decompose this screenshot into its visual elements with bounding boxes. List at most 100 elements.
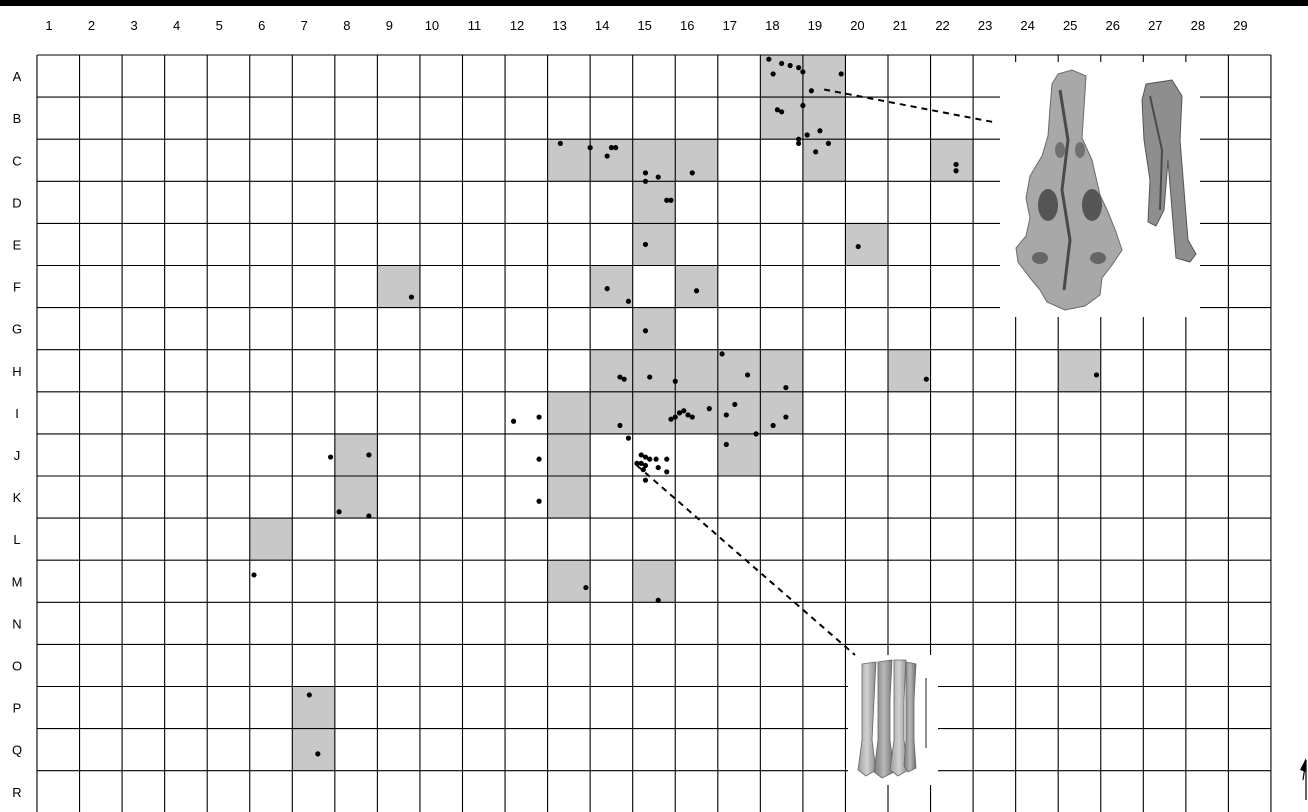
shaded-cell <box>548 139 591 181</box>
specimen-point <box>337 509 342 514</box>
shaded-cell <box>548 392 591 434</box>
specimen-point <box>673 379 678 384</box>
specimen-point <box>366 513 371 518</box>
shaded-cell <box>888 350 931 392</box>
specimen-point <box>536 414 541 419</box>
shaded-cell <box>633 350 676 392</box>
specimen-point <box>643 179 648 184</box>
specimen-point <box>605 286 610 291</box>
specimen-point <box>783 385 788 390</box>
specimen-point <box>511 419 516 424</box>
row-label: A <box>13 69 22 84</box>
shaded-cell <box>633 139 676 181</box>
row-label: J <box>14 448 21 463</box>
specimen-point <box>613 145 618 150</box>
specimen-point <box>251 572 256 577</box>
column-label: 12 <box>510 18 524 33</box>
row-label: L <box>13 532 20 547</box>
specimen-point <box>641 467 646 472</box>
specimen-point <box>626 299 631 304</box>
column-label: 15 <box>637 18 651 33</box>
specimen-point <box>839 71 844 76</box>
shaded-cell <box>633 223 676 265</box>
specimen-point <box>668 198 673 203</box>
specimen-point <box>805 132 810 137</box>
column-label: 3 <box>130 18 137 33</box>
column-label: 29 <box>1233 18 1247 33</box>
shaded-cell <box>1058 350 1101 392</box>
shaded-cell <box>590 350 633 392</box>
shaded-cell <box>292 729 335 771</box>
column-label: 9 <box>386 18 393 33</box>
column-label: 24 <box>1020 18 1034 33</box>
column-label: 18 <box>765 18 779 33</box>
specimen-point <box>626 436 631 441</box>
specimen-point <box>817 128 822 133</box>
shaded-cell <box>292 687 335 729</box>
column-label: 22 <box>935 18 949 33</box>
specimen-point <box>826 141 831 146</box>
column-label: 23 <box>978 18 992 33</box>
specimen-point <box>647 374 652 379</box>
specimen-point <box>643 242 648 247</box>
specimen-point <box>647 457 652 462</box>
specimen-point <box>536 499 541 504</box>
shaded-cell <box>803 139 846 181</box>
specimen-point <box>315 751 320 756</box>
specimen-point <box>668 417 673 422</box>
specimen-point <box>732 402 737 407</box>
column-label: 8 <box>343 18 350 33</box>
specimen-point <box>656 465 661 470</box>
row-label: Q <box>12 743 22 758</box>
shaded-cell <box>675 139 718 181</box>
column-label: 13 <box>552 18 566 33</box>
specimen-point <box>656 174 661 179</box>
specimen-point <box>856 244 861 249</box>
row-label: B <box>13 111 22 126</box>
shaded-cell <box>760 350 803 392</box>
shaded-cell <box>548 560 591 602</box>
column-label: 7 <box>301 18 308 33</box>
shaded-cell <box>845 223 888 265</box>
specimen-point <box>779 61 784 66</box>
column-label: 11 <box>468 18 482 33</box>
row-label: R <box>12 785 21 800</box>
row-label: F <box>13 280 21 295</box>
specimen-point <box>664 457 669 462</box>
row-label: O <box>12 658 22 673</box>
specimen-point <box>753 431 758 436</box>
specimen-point <box>771 71 776 76</box>
shaded-cell <box>803 97 846 139</box>
specimen-point <box>800 103 805 108</box>
column-label: 20 <box>850 18 864 33</box>
specimen-point <box>771 423 776 428</box>
specimen-point <box>719 351 724 356</box>
specimen-point <box>622 377 627 382</box>
specimen-point <box>656 598 661 603</box>
row-label: N <box>12 616 21 631</box>
leader-line <box>824 90 993 122</box>
specimen-point <box>724 442 729 447</box>
specimen-point <box>643 328 648 333</box>
shaded-cell <box>548 476 591 518</box>
specimen-point <box>809 88 814 93</box>
shaded-cell <box>718 392 761 434</box>
specimen-point <box>558 141 563 146</box>
specimen-point <box>643 478 648 483</box>
row-label: G <box>12 322 22 337</box>
specimen-point <box>783 414 788 419</box>
shaded-cell <box>377 266 420 308</box>
shaded-cell <box>760 392 803 434</box>
specimen-point <box>617 423 622 428</box>
metapodials-photo <box>848 655 938 785</box>
shaded-cell <box>590 392 633 434</box>
specimen-point <box>409 294 414 299</box>
column-label: 10 <box>425 18 439 33</box>
column-label: 26 <box>1106 18 1120 33</box>
shaded-cell <box>633 308 676 350</box>
specimen-point <box>690 170 695 175</box>
specimen-point <box>796 141 801 146</box>
column-label: 27 <box>1148 18 1162 33</box>
